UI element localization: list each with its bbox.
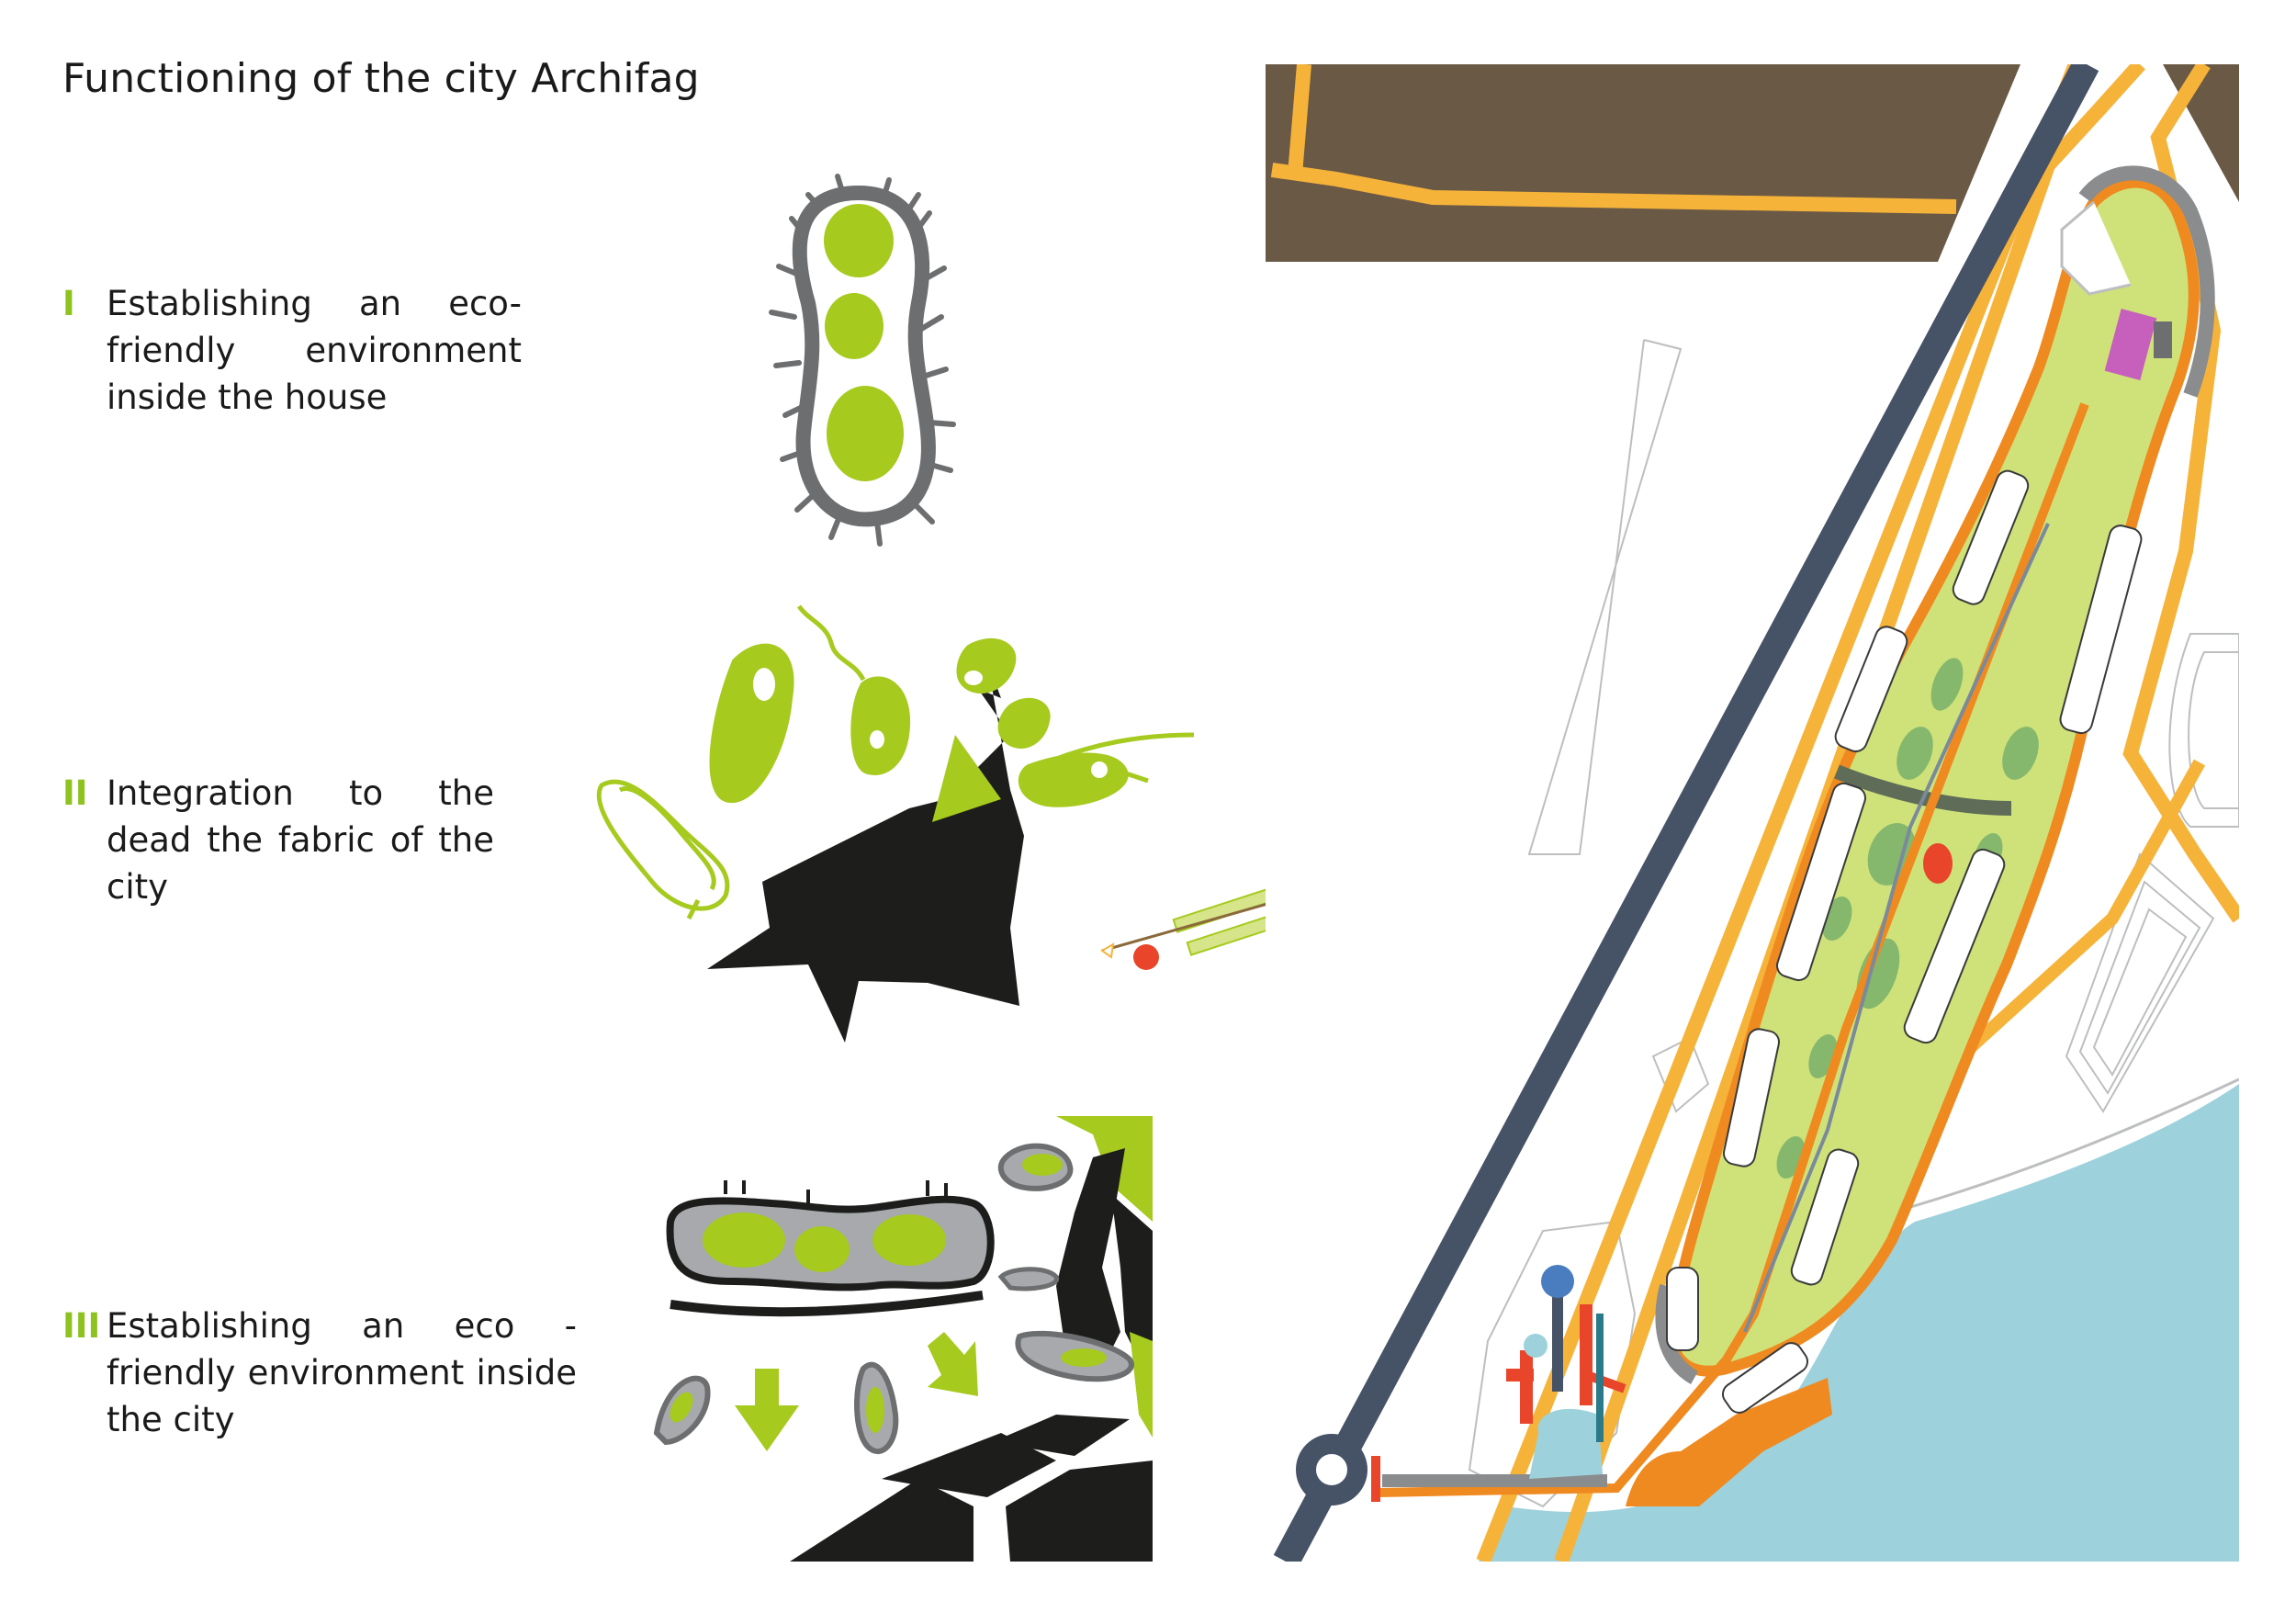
connection-schematic (1100, 556, 1512, 1055)
cell-illustration-1 (769, 174, 956, 547)
stage-2-numeral: II (62, 773, 88, 813)
stage-2: II Integration to the dead the fabric of… (62, 770, 494, 910)
residential-buildings (1666, 469, 2143, 1414)
microbes-illustration-2 (596, 604, 1195, 1043)
page-title: Functioning of the city Archifag (62, 55, 700, 102)
stage-2-text: Integration to the dead the fabric of th… (107, 773, 494, 907)
stage-3-numeral: III (62, 1306, 101, 1346)
stage-1: I Establishing an eco-friendly environme… (62, 280, 522, 421)
city-cells-illustration-3 (653, 1116, 1153, 1562)
stage-1-text: Establishing an eco-friendly environment… (107, 284, 522, 417)
stage-3: III Establishing an eco -friendly enviro… (62, 1303, 577, 1443)
harbour-cranes (1506, 1265, 1626, 1442)
stage-3-text: Establishing an eco -friendly environmen… (107, 1306, 577, 1439)
master-plan (1266, 64, 2239, 1562)
stage-1-numeral: I (62, 284, 75, 323)
